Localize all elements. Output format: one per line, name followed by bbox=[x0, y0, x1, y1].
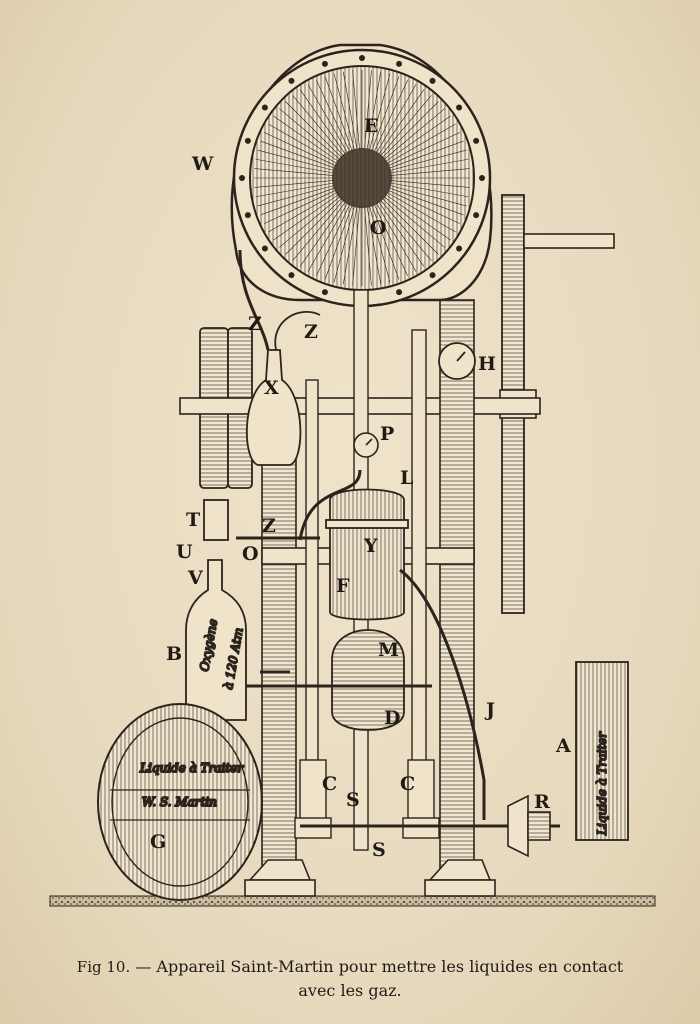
label-g: G bbox=[150, 831, 166, 853]
label-d: D bbox=[384, 707, 400, 729]
caption-fig-number: Fig 10. bbox=[76, 958, 131, 976]
label-u: U bbox=[176, 541, 193, 563]
label-o-low: O bbox=[242, 543, 259, 565]
ground-strip bbox=[49, 895, 656, 907]
caption-line-2: avec les gaz. bbox=[298, 981, 402, 1000]
label-f: F bbox=[336, 575, 350, 597]
valve-r bbox=[507, 794, 551, 858]
label-a: A bbox=[555, 735, 571, 757]
filter-wheel-rays bbox=[254, 70, 470, 286]
label-z-low: Z bbox=[262, 515, 276, 537]
barrel-inscription-1: Liquide à Traiter bbox=[139, 761, 244, 775]
label-z-mid: Z bbox=[304, 321, 318, 343]
label-w: W bbox=[191, 153, 214, 175]
label-r: R bbox=[534, 791, 550, 813]
label-y: Y bbox=[363, 535, 378, 557]
label-o-top: O bbox=[370, 217, 387, 239]
label-v: V bbox=[187, 567, 204, 589]
label-h: H bbox=[478, 353, 496, 375]
label-x: X bbox=[264, 377, 279, 399]
gauge-h bbox=[438, 342, 476, 380]
piston-rods bbox=[294, 329, 440, 839]
caption-text-1: Appareil Saint-Martin pour mettre les li… bbox=[156, 957, 624, 976]
label-s-low: S bbox=[372, 839, 386, 861]
frame-columns bbox=[244, 299, 496, 897]
gauge-p bbox=[353, 432, 379, 458]
label-p: P bbox=[380, 423, 394, 445]
barrel-inscription-2: W. S. Martin bbox=[142, 795, 217, 809]
label-z-left: Z bbox=[248, 313, 262, 335]
filter-wheel bbox=[230, 43, 493, 308]
label-l: L bbox=[400, 467, 413, 489]
label-j: J bbox=[484, 699, 495, 721]
label-b: B bbox=[166, 643, 182, 665]
label-t: T bbox=[186, 509, 200, 531]
label-c-right: C bbox=[400, 773, 415, 795]
figure-caption: Fig 10. — Appareil Saint-Martin pour met… bbox=[40, 955, 660, 1003]
caption-line-1: Fig 10. — Appareil Saint-Martin pour met… bbox=[40, 955, 660, 979]
barrel-g: Liquide à Traiter W. S. Martin bbox=[97, 703, 263, 901]
label-c-left: C bbox=[322, 773, 337, 795]
label-s-up: S bbox=[346, 789, 360, 811]
tank-a-inscription: Liquide à Traiter bbox=[595, 731, 609, 836]
oxygen-bottle: Oxygène à 120 Atm bbox=[185, 499, 247, 721]
cylinder-f bbox=[325, 488, 409, 621]
chamber-m bbox=[331, 629, 405, 731]
flask-x bbox=[245, 311, 321, 466]
label-m: M bbox=[378, 639, 399, 661]
caption-dash: — bbox=[135, 957, 152, 976]
tank-a: Liquide à Traiter bbox=[575, 661, 629, 841]
label-e: E bbox=[364, 115, 378, 137]
letter-labels: W E O Z Z X H P L T U V Z O Y F B M D J … bbox=[150, 115, 571, 861]
